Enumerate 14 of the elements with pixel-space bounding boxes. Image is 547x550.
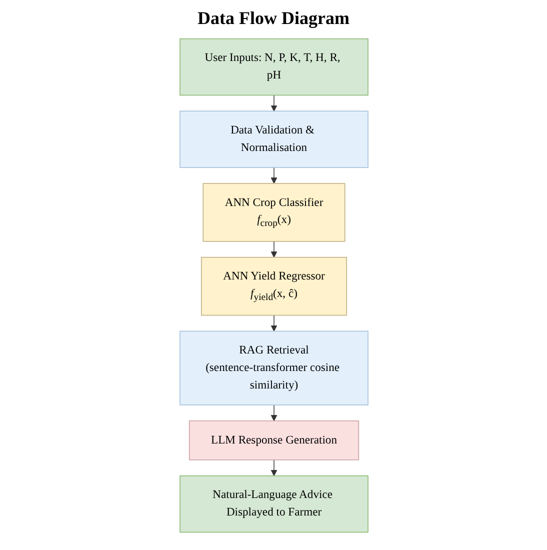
arrow: [270, 167, 277, 184]
node-box: Data Validation & Normalisation: [179, 110, 368, 168]
arrow: [270, 404, 277, 422]
node-box: User Inputs: N, P, K, T, H, R, pH: [179, 38, 368, 96]
node-box: Natural-Language Advice Displayed to Farmer: [179, 475, 368, 533]
node-box: LLM Response Generation: [188, 420, 359, 460]
node-box: ANN Crop Classifier f$_{crop}$(x): [202, 183, 345, 242]
arrow: [270, 460, 277, 476]
node-box: ANN Yield Regressor f$_{yield}$(x, ĉ): [200, 256, 346, 316]
diagram-title: Data Flow Diagram: [196, 8, 350, 29]
arrow: [270, 241, 277, 258]
node-box: RAG Retrieval (sentence-transformer cosine similarity): [179, 330, 368, 406]
arrow: [270, 94, 277, 112]
arrow: [270, 314, 277, 332]
